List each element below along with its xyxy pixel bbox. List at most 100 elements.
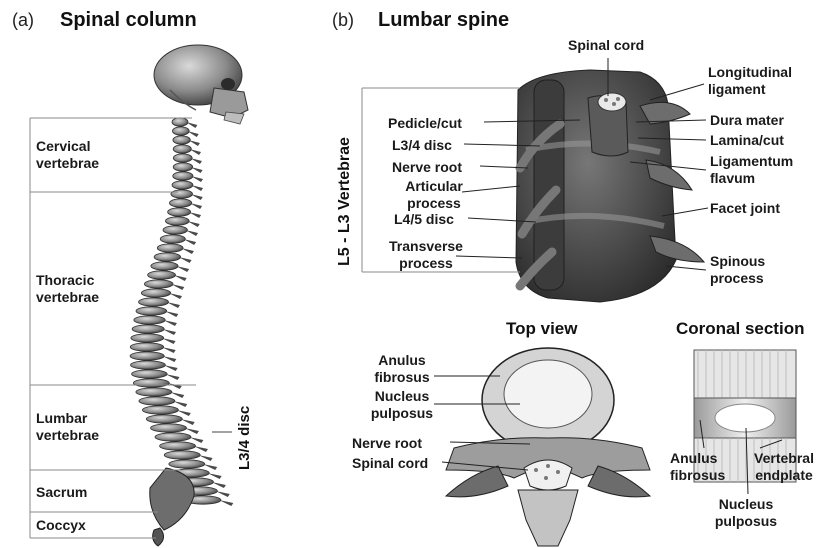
vertebra: [139, 397, 175, 405]
spinous-process-shape: [207, 473, 221, 479]
l45-disc-label: L4/5 disc: [394, 212, 454, 226]
transverse-process-label: Transverse process: [384, 238, 468, 272]
spinous-process-shape: [186, 122, 197, 128]
spinous-process-shape: [174, 275, 187, 281]
vertebra: [172, 118, 188, 126]
spinous-process-shape: [165, 311, 179, 317]
spinous-process-shape: [163, 365, 177, 371]
sacrum-shape: [150, 468, 194, 530]
vertebra: [136, 307, 167, 315]
dura-mater-label: Dura mater: [710, 113, 784, 127]
vertebra: [142, 406, 178, 414]
sacrum-label: Sacrum: [36, 485, 87, 499]
vertebra: [173, 163, 193, 171]
longitudinal-ligament-label: Longitudinal ligament: [708, 64, 808, 98]
spinous-process-shape: [167, 383, 181, 389]
spinous-process-shape: [191, 176, 203, 182]
coronal-anulus-label: Anulus fibrosus: [670, 450, 732, 484]
spinous-process-shape: [167, 302, 181, 308]
spinous-process-shape: [198, 455, 212, 461]
spinous-process-shape: [171, 284, 184, 290]
spinous-process-shape: [162, 338, 176, 344]
l34-disc-lumbar-label: L3/4 disc: [392, 138, 452, 152]
coronal-endplate-label: Vertebral endplate: [742, 450, 826, 484]
pedicle-label: Pedicle/cut: [388, 116, 462, 130]
spinous-process-shape: [185, 230, 198, 236]
panel-b-title: Lumbar spine: [378, 10, 509, 30]
spinous-process-shape: [163, 320, 177, 326]
spinous-process-shape: [191, 185, 203, 191]
vertebra: [160, 442, 196, 450]
lamina-label: Lamina/cut: [710, 133, 784, 147]
vertebra: [148, 271, 176, 279]
vertebra: [157, 244, 183, 252]
vertebra: [154, 253, 181, 261]
facet-joint-label: Facet joint: [710, 201, 780, 215]
spinous-process-shape: [162, 329, 176, 335]
spinous-process-shape: [162, 356, 176, 362]
top-view-illustration: [446, 348, 650, 546]
vertebra: [130, 352, 164, 360]
spinous-process-shape: [183, 239, 196, 245]
vertebra: [172, 127, 189, 135]
spinous-process-shape: [188, 140, 200, 146]
spinous-process-shape: [165, 374, 179, 380]
vertebra: [136, 388, 172, 396]
vertebra: [131, 334, 164, 342]
panel-a-letter: (a): [12, 11, 34, 29]
spinous-process-shape: [191, 167, 203, 173]
disc-l34-label: L3/4 disc: [236, 406, 253, 470]
vertebra: [173, 154, 192, 162]
spinous-process-shape: [189, 149, 201, 155]
coronal-nucleus-label: Nucleus pulposus: [710, 496, 782, 530]
spinous-process-shape: [203, 464, 217, 470]
ligamentum-flavum-label: Ligamentum flavum: [710, 153, 810, 187]
panel-a-title: Spinal column: [60, 10, 197, 30]
vertebra: [151, 262, 178, 270]
vertebra: [144, 280, 173, 288]
spinous-process-shape: [194, 446, 208, 452]
spinous-process-shape: [181, 248, 194, 254]
coccyx-shape: [153, 528, 164, 546]
spinous-process-shape: [179, 257, 192, 263]
spinous-process-shape: [190, 158, 202, 164]
spinous-process-shape: [180, 419, 194, 425]
spinous-process-shape: [189, 437, 203, 443]
spinous-process-shape: [176, 410, 190, 416]
spinous-process-shape: [187, 221, 200, 227]
articular-process-label: Articular process: [394, 178, 474, 212]
vertebral-column-illustration: [130, 118, 233, 546]
lumbar-label: Lumbar vertebrae: [36, 410, 146, 444]
vertebra: [146, 415, 182, 423]
spinous-process-shape: [185, 428, 199, 434]
top-view-anulus-label: Anulus fibrosus: [368, 352, 436, 386]
vertebra: [173, 172, 193, 180]
spinous-process-shape: [176, 266, 189, 272]
vertebra: [132, 370, 168, 378]
spinous-process-label: Spinous process: [710, 253, 800, 287]
vertebra: [172, 181, 193, 189]
spinous-process-shape: [187, 131, 199, 137]
panel-b-letter: (b): [332, 11, 354, 29]
spinous-process-shape: [215, 491, 229, 497]
vertebra: [173, 136, 190, 144]
coronal-section-title: Coronal section: [676, 320, 804, 337]
vertebra: [171, 190, 193, 198]
vertebrae-range-label: L5 - L3 Vertebrae: [336, 137, 354, 266]
cervical-label: Cervical vertebrae: [36, 138, 146, 172]
vertebra: [173, 145, 191, 153]
spinous-process-shape: [162, 347, 176, 353]
vertebra: [163, 226, 187, 234]
top-view-spinal-cord-label: Spinal cord: [352, 456, 428, 470]
vertebra: [133, 379, 169, 387]
vertebra: [169, 460, 205, 468]
spinous-process-shape: [211, 482, 225, 488]
spinous-process-shape: [170, 392, 184, 398]
thoracic-label: Thoracic vertebrae: [36, 272, 146, 306]
vertebra: [155, 433, 191, 441]
vertebra: [160, 235, 185, 243]
coccyx-label: Coccyx: [36, 518, 86, 532]
vertebra: [134, 316, 165, 324]
vertebra: [132, 325, 164, 333]
